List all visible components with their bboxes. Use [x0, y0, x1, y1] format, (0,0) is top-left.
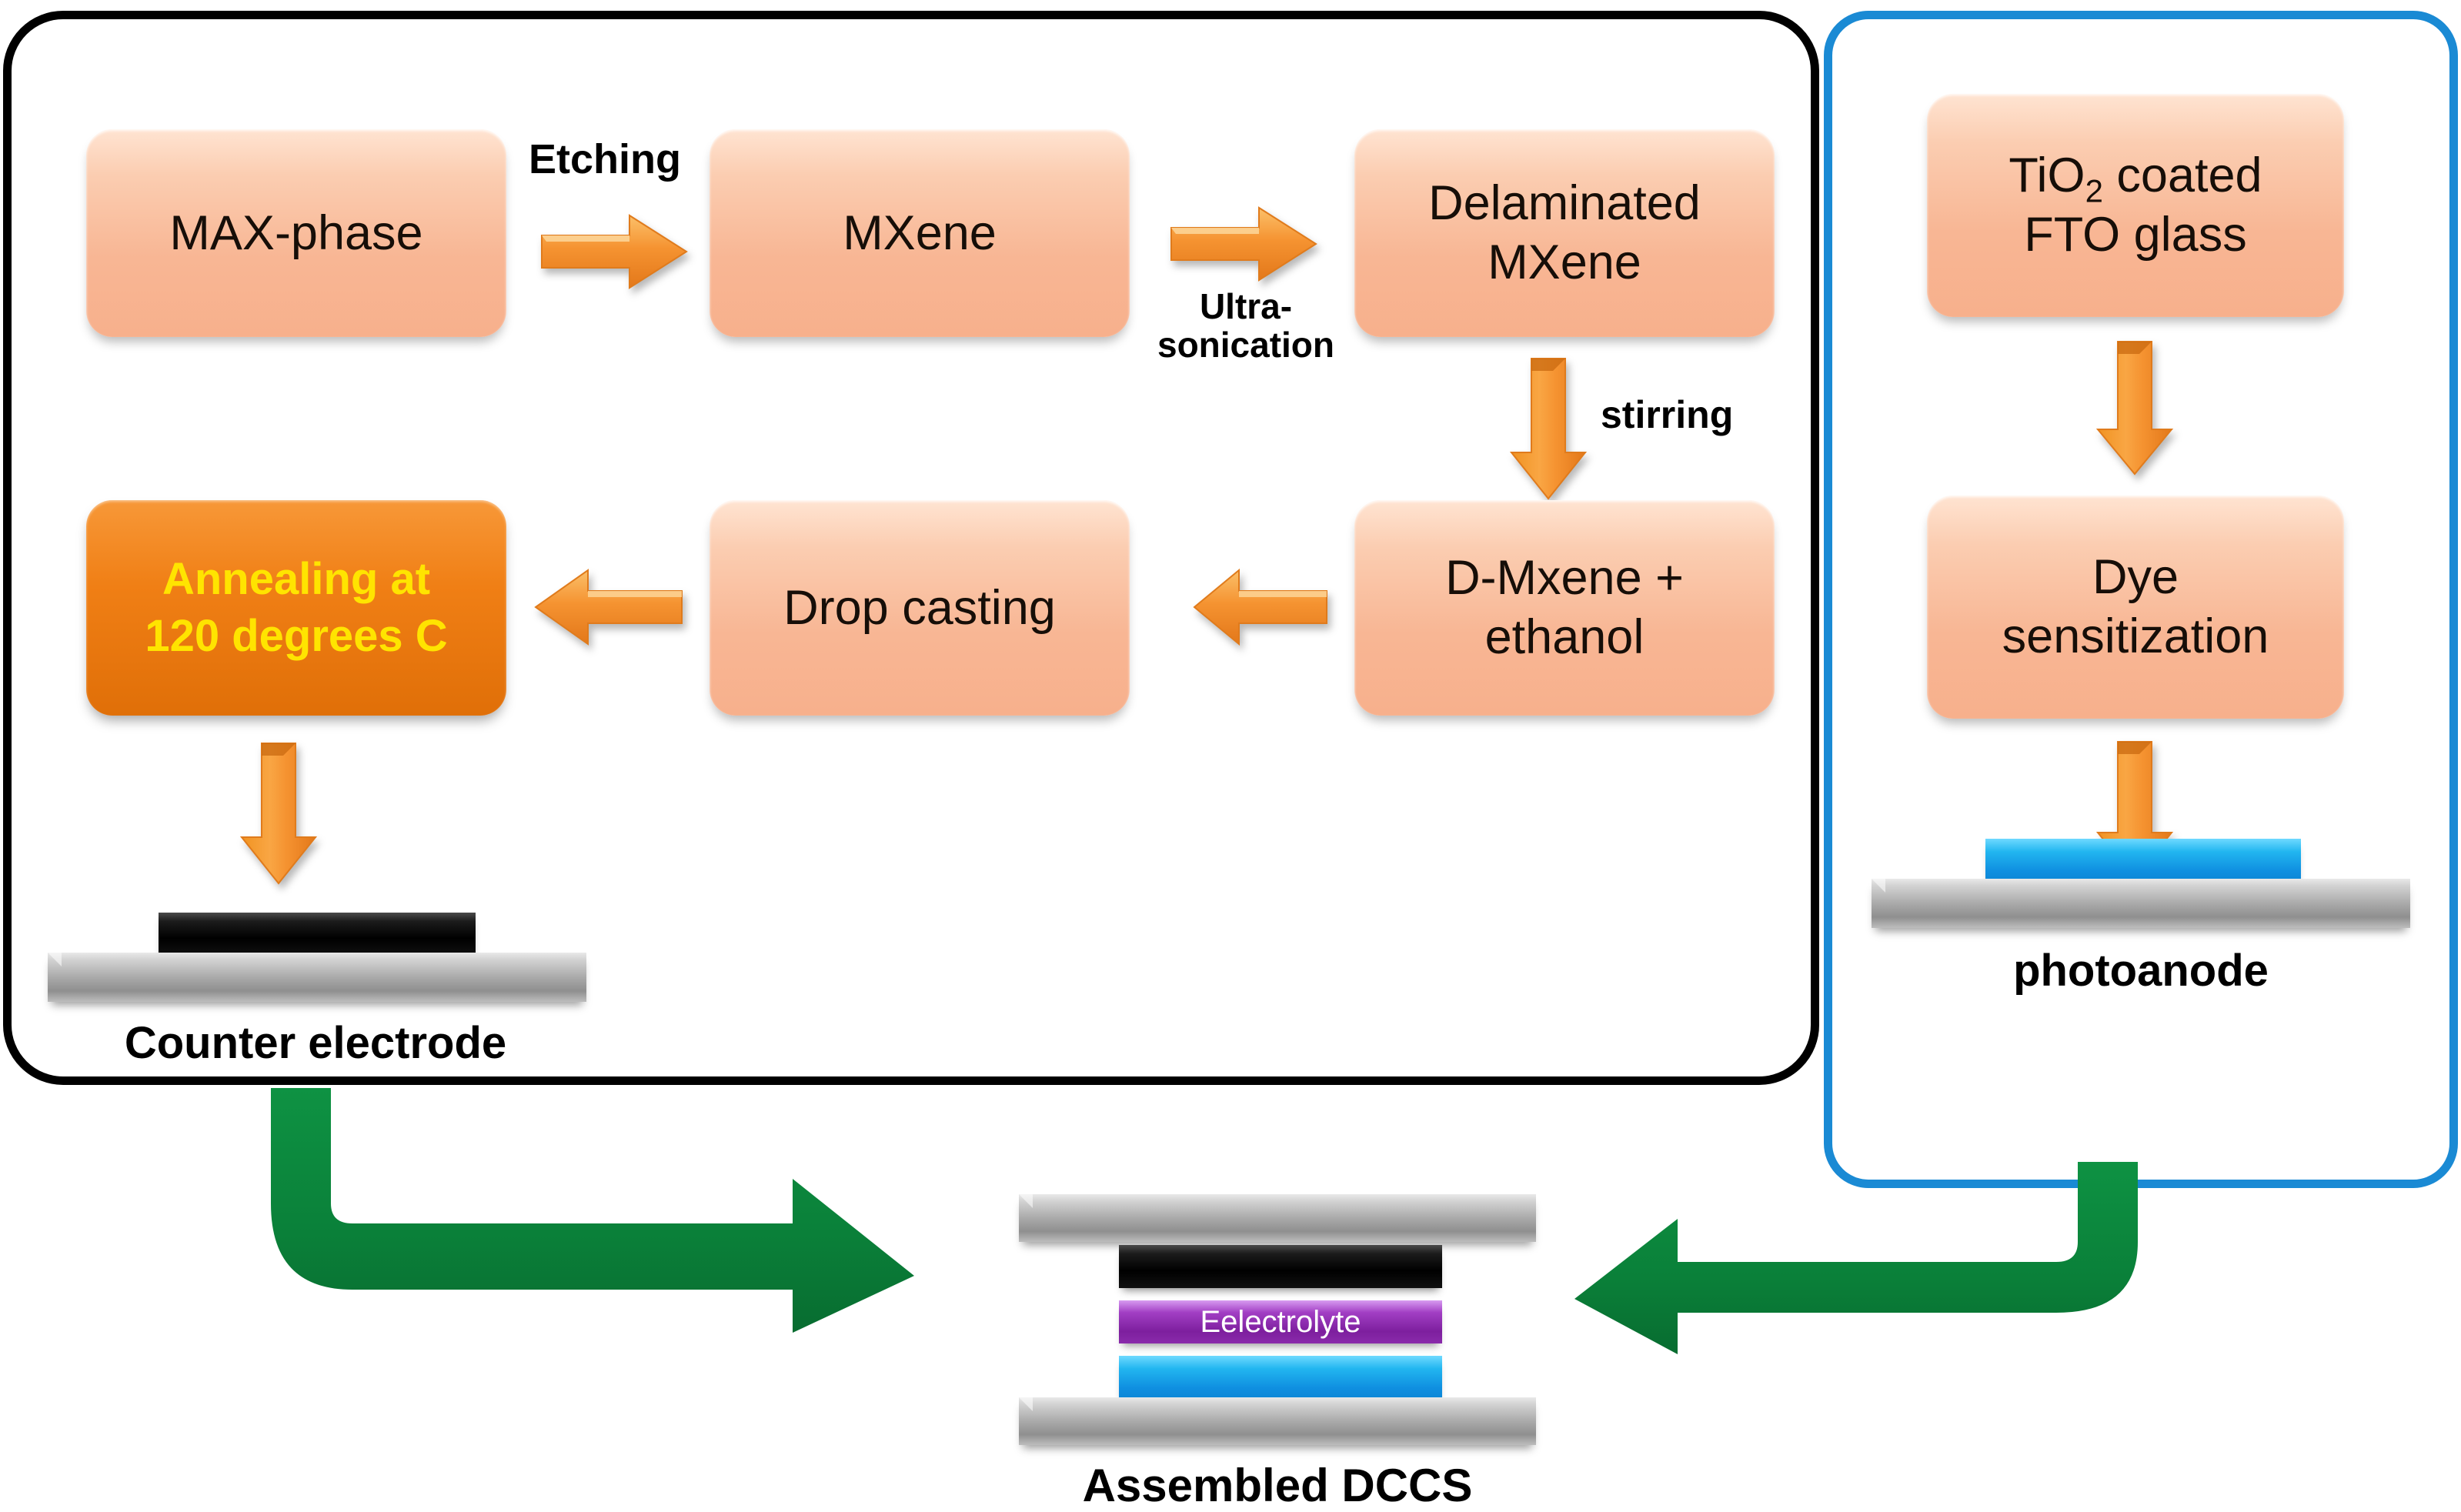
arrow-right-etching-icon [539, 209, 690, 294]
counter-electrode-mxene-layer [159, 913, 476, 956]
process-box-label-line1: Annealing at [162, 553, 431, 604]
process-box-dye-sensitization[interactable]: Dye sensitization [1927, 496, 2344, 719]
subscript-2: 2 [2085, 172, 2103, 209]
process-box-label-line2: FTO glass [2024, 208, 2247, 262]
step-label-etching: Etching [529, 136, 681, 182]
process-box-drop-casting[interactable]: Drop casting [710, 500, 1130, 716]
process-box-label: MXene [843, 205, 997, 260]
assembled-dccs-label: Assembled DCCS [1082, 1460, 1473, 1511]
arrow-left-to-annealing-icon [533, 566, 685, 649]
arrow-down-stirring-icon [1507, 355, 1590, 502]
process-box-label-line1: D-Mxene + [1445, 551, 1684, 606]
process-box-label: MAX-phase [169, 205, 423, 260]
process-box-max-phase[interactable]: MAX-phase [86, 129, 506, 337]
process-box-label-line1: Dye [2092, 550, 2179, 605]
counter-electrode-panel [3, 11, 1819, 1085]
process-box-tio2-fto-glass[interactable]: TiO2 coated FTO glass [1927, 94, 2344, 317]
counter-electrode-label: Counter electrode [124, 1018, 507, 1068]
assembly-layer-bottom-fto-glass [1019, 1397, 1536, 1445]
process-box-mxene[interactable]: MXene [710, 129, 1130, 337]
process-box-dmxene-ethanol[interactable]: D-Mxene + ethanol [1354, 500, 1775, 716]
assembly-layer-mxene-film [1119, 1245, 1442, 1288]
process-box-annealing[interactable]: Annealing at 120 degrees C [86, 500, 506, 716]
process-box-label-line1: TiO2 coated [2009, 149, 2262, 209]
process-box-label-line2: sensitization [2002, 609, 2269, 663]
arrow-down-to-counter-electrode-icon [237, 740, 320, 886]
assembly-layer-dye-tio2 [1119, 1356, 1442, 1399]
process-box-label-line2: 120 degrees C [145, 611, 448, 661]
step-label-ultrasonication: Ultra- sonication [1157, 286, 1335, 365]
process-box-label-line2: ethanol [1484, 610, 1645, 664]
photoanode-dye-tio2-layer [1985, 839, 2301, 882]
arrow-left-to-dropcasting-icon [1191, 566, 1330, 649]
arrow-counter-electrode-to-assembly-icon [254, 1088, 923, 1342]
process-box-label-line2: MXene [1488, 235, 1641, 289]
step-label-stirring: stirring [1601, 393, 1734, 436]
assembly-layer-top-fto-glass [1019, 1194, 1536, 1242]
photoanode-fto-glass [1872, 879, 2410, 928]
arrow-down-to-dye-sensitization-icon [2093, 339, 2176, 477]
photoanode-label: photoanode [2013, 946, 2269, 996]
counter-electrode-fto-glass [48, 953, 586, 1002]
electrolyte-label: Eelectrolyte [1200, 1304, 1361, 1339]
process-box-delaminated-mxene[interactable]: Delaminated MXene [1354, 129, 1775, 337]
arrow-photoanode-to-assembly-icon [1570, 1162, 2155, 1393]
process-box-label: Drop casting [783, 580, 1056, 635]
arrow-right-ultrasonication-icon [1168, 202, 1319, 286]
assembly-layer-electrolyte: Eelectrolyte [1119, 1300, 1442, 1343]
photoanode-panel [1824, 11, 2458, 1188]
process-box-label-line1: Delaminated [1428, 176, 1701, 231]
